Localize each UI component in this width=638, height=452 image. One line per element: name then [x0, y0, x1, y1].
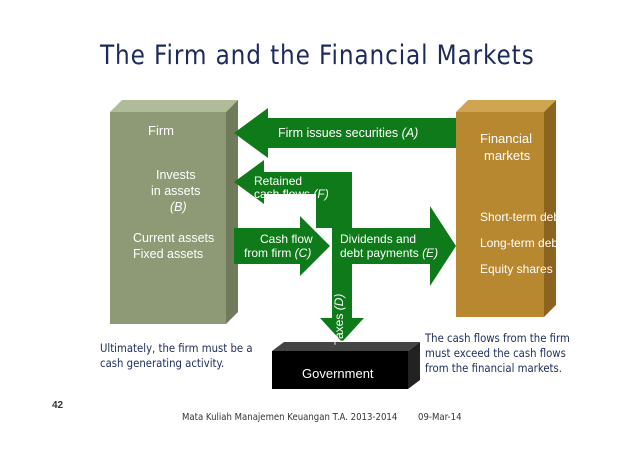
invests-line-2: in assets	[151, 184, 201, 198]
flow-dividends-text: debt payments	[340, 246, 419, 260]
flow-retained-code: (F)	[313, 187, 329, 201]
flow-issues-code: (A)	[401, 126, 419, 140]
note-right-line-3: from the financial markets.	[425, 361, 563, 375]
market-item-short-term-debt: Short-term debt	[480, 210, 564, 224]
flow-taxes-text: Taxes	[332, 313, 346, 345]
flow-cashflow-line-2: from firm (C)	[244, 246, 311, 260]
invests-code: (B)	[170, 200, 187, 214]
flow-issues-label: Firm issues securities (A)	[278, 126, 418, 140]
arrow-firm-issues-securities	[234, 108, 456, 158]
flow-cashflow-text: from firm	[244, 246, 292, 260]
flow-taxes-code: (D)	[332, 293, 346, 311]
financial-markets-box	[456, 100, 556, 317]
flow-issues-text: Firm issues securities	[278, 126, 399, 140]
page-number: 42	[52, 400, 64, 411]
slide-title: The Firm and the Financial Markets	[100, 40, 535, 71]
flow-dividends-line-1: Dividends and	[340, 232, 417, 246]
flow-retained-line-2: cash flows (F)	[254, 187, 329, 201]
flow-retained-line-1: Retained	[254, 174, 303, 188]
government-label: Government	[302, 366, 374, 381]
arrow-dividends-debt-payments	[332, 206, 456, 286]
flow-cashflow-code: (C)	[294, 246, 312, 260]
note-right-line-1: The cash flows from the firm	[425, 331, 570, 345]
firm-label: Firm	[148, 123, 174, 138]
flow-taxes-label: Taxes (D)	[332, 265, 346, 345]
flow-retained-text: cash flows	[254, 187, 311, 201]
arrow-cash-flow-from-firm	[234, 216, 330, 276]
financial-markets-label-1: Financial	[480, 131, 533, 146]
invests-line-1: Invests	[156, 168, 196, 182]
financial-markets-label-2: markets	[484, 148, 531, 163]
note-left-line-2: cash generating activity.	[100, 356, 225, 370]
current-assets-label: Current assets	[133, 231, 215, 245]
flow-dividends-line-2: debt payments (E)	[340, 246, 438, 260]
footer-course-text: Mata Kuliah Manajemen Keuangan T.A. 2013…	[182, 412, 398, 423]
arrow-taxes	[320, 194, 364, 342]
government-box	[272, 342, 420, 389]
arrow-retained-cash-flows	[234, 160, 352, 228]
market-item-equity-shares: Equity shares	[480, 262, 553, 276]
footer-date: 09-Mar-14	[418, 412, 462, 423]
market-item-long-term-debt: Long-term debt	[480, 236, 562, 250]
firm-box	[110, 100, 238, 324]
flow-cashflow-line-1: Cash flow	[260, 232, 313, 246]
fixed-assets-label: Fixed assets	[133, 247, 204, 261]
flow-dividends-code: (E)	[422, 246, 439, 260]
note-left-line-1: Ultimately, the firm must be a	[100, 341, 253, 355]
note-right-line-2: must exceed the cash flows	[425, 346, 566, 360]
